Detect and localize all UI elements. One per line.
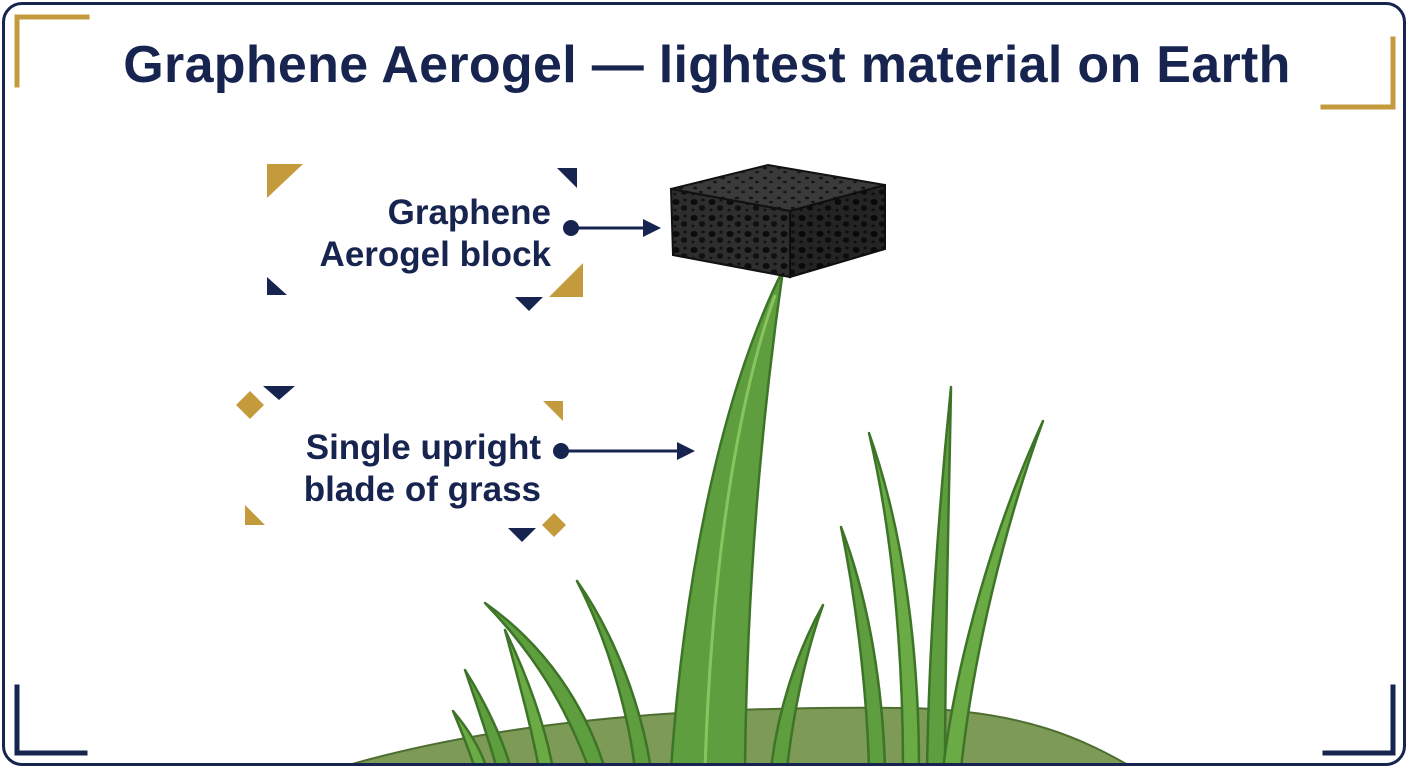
corner-bracket-top-right — [1320, 36, 1396, 110]
grass-blade-left-2 — [503, 628, 554, 763]
aerogel-block-label: Graphene Aerogel block — [255, 192, 551, 276]
grass-blade-right-1 — [839, 525, 887, 763]
corner-bracket-bottom-left — [14, 684, 88, 756]
grass-blade-right-4 — [942, 419, 1045, 763]
grass-label-decor — [236, 386, 566, 542]
grass-blade-left-4 — [451, 709, 487, 763]
grass-label-line-2: blade of grass — [303, 470, 541, 509]
grass-blade-right-3 — [925, 385, 953, 763]
corner-bracket-bottom-right — [1322, 684, 1396, 756]
aerogel-pointer — [563, 219, 661, 237]
grass-blade-left-5 — [575, 579, 652, 763]
corner-brackets — [14, 14, 1396, 756]
aerogel-label-line-1: Graphene — [387, 193, 551, 232]
grass-blade-right-2 — [867, 431, 921, 763]
corner-bracket-top-left — [14, 14, 90, 88]
aerogel-label-line-2: Aerogel block — [319, 235, 551, 274]
upright-grass-blade — [670, 268, 785, 763]
grass-blade-left-3 — [463, 668, 511, 763]
grass-label-line-1: Single upright — [305, 428, 541, 467]
diagram-title: Graphene Aerogel — lightest material on … — [123, 36, 1291, 94]
grass-pointer — [553, 442, 695, 460]
grass-clump — [451, 385, 1045, 763]
aerogel-label-decor — [267, 164, 583, 311]
diagram-artwork — [14, 14, 1396, 763]
grass-blade-label: Single upright blade of grass — [235, 427, 541, 511]
aerogel-pointer-arrowhead — [643, 219, 661, 237]
grass-blade-left-1 — [483, 601, 605, 763]
grass-blade-mid — [770, 603, 825, 763]
grass-pointer-arrowhead — [677, 442, 695, 460]
graphene-aerogel-block — [669, 163, 886, 279]
